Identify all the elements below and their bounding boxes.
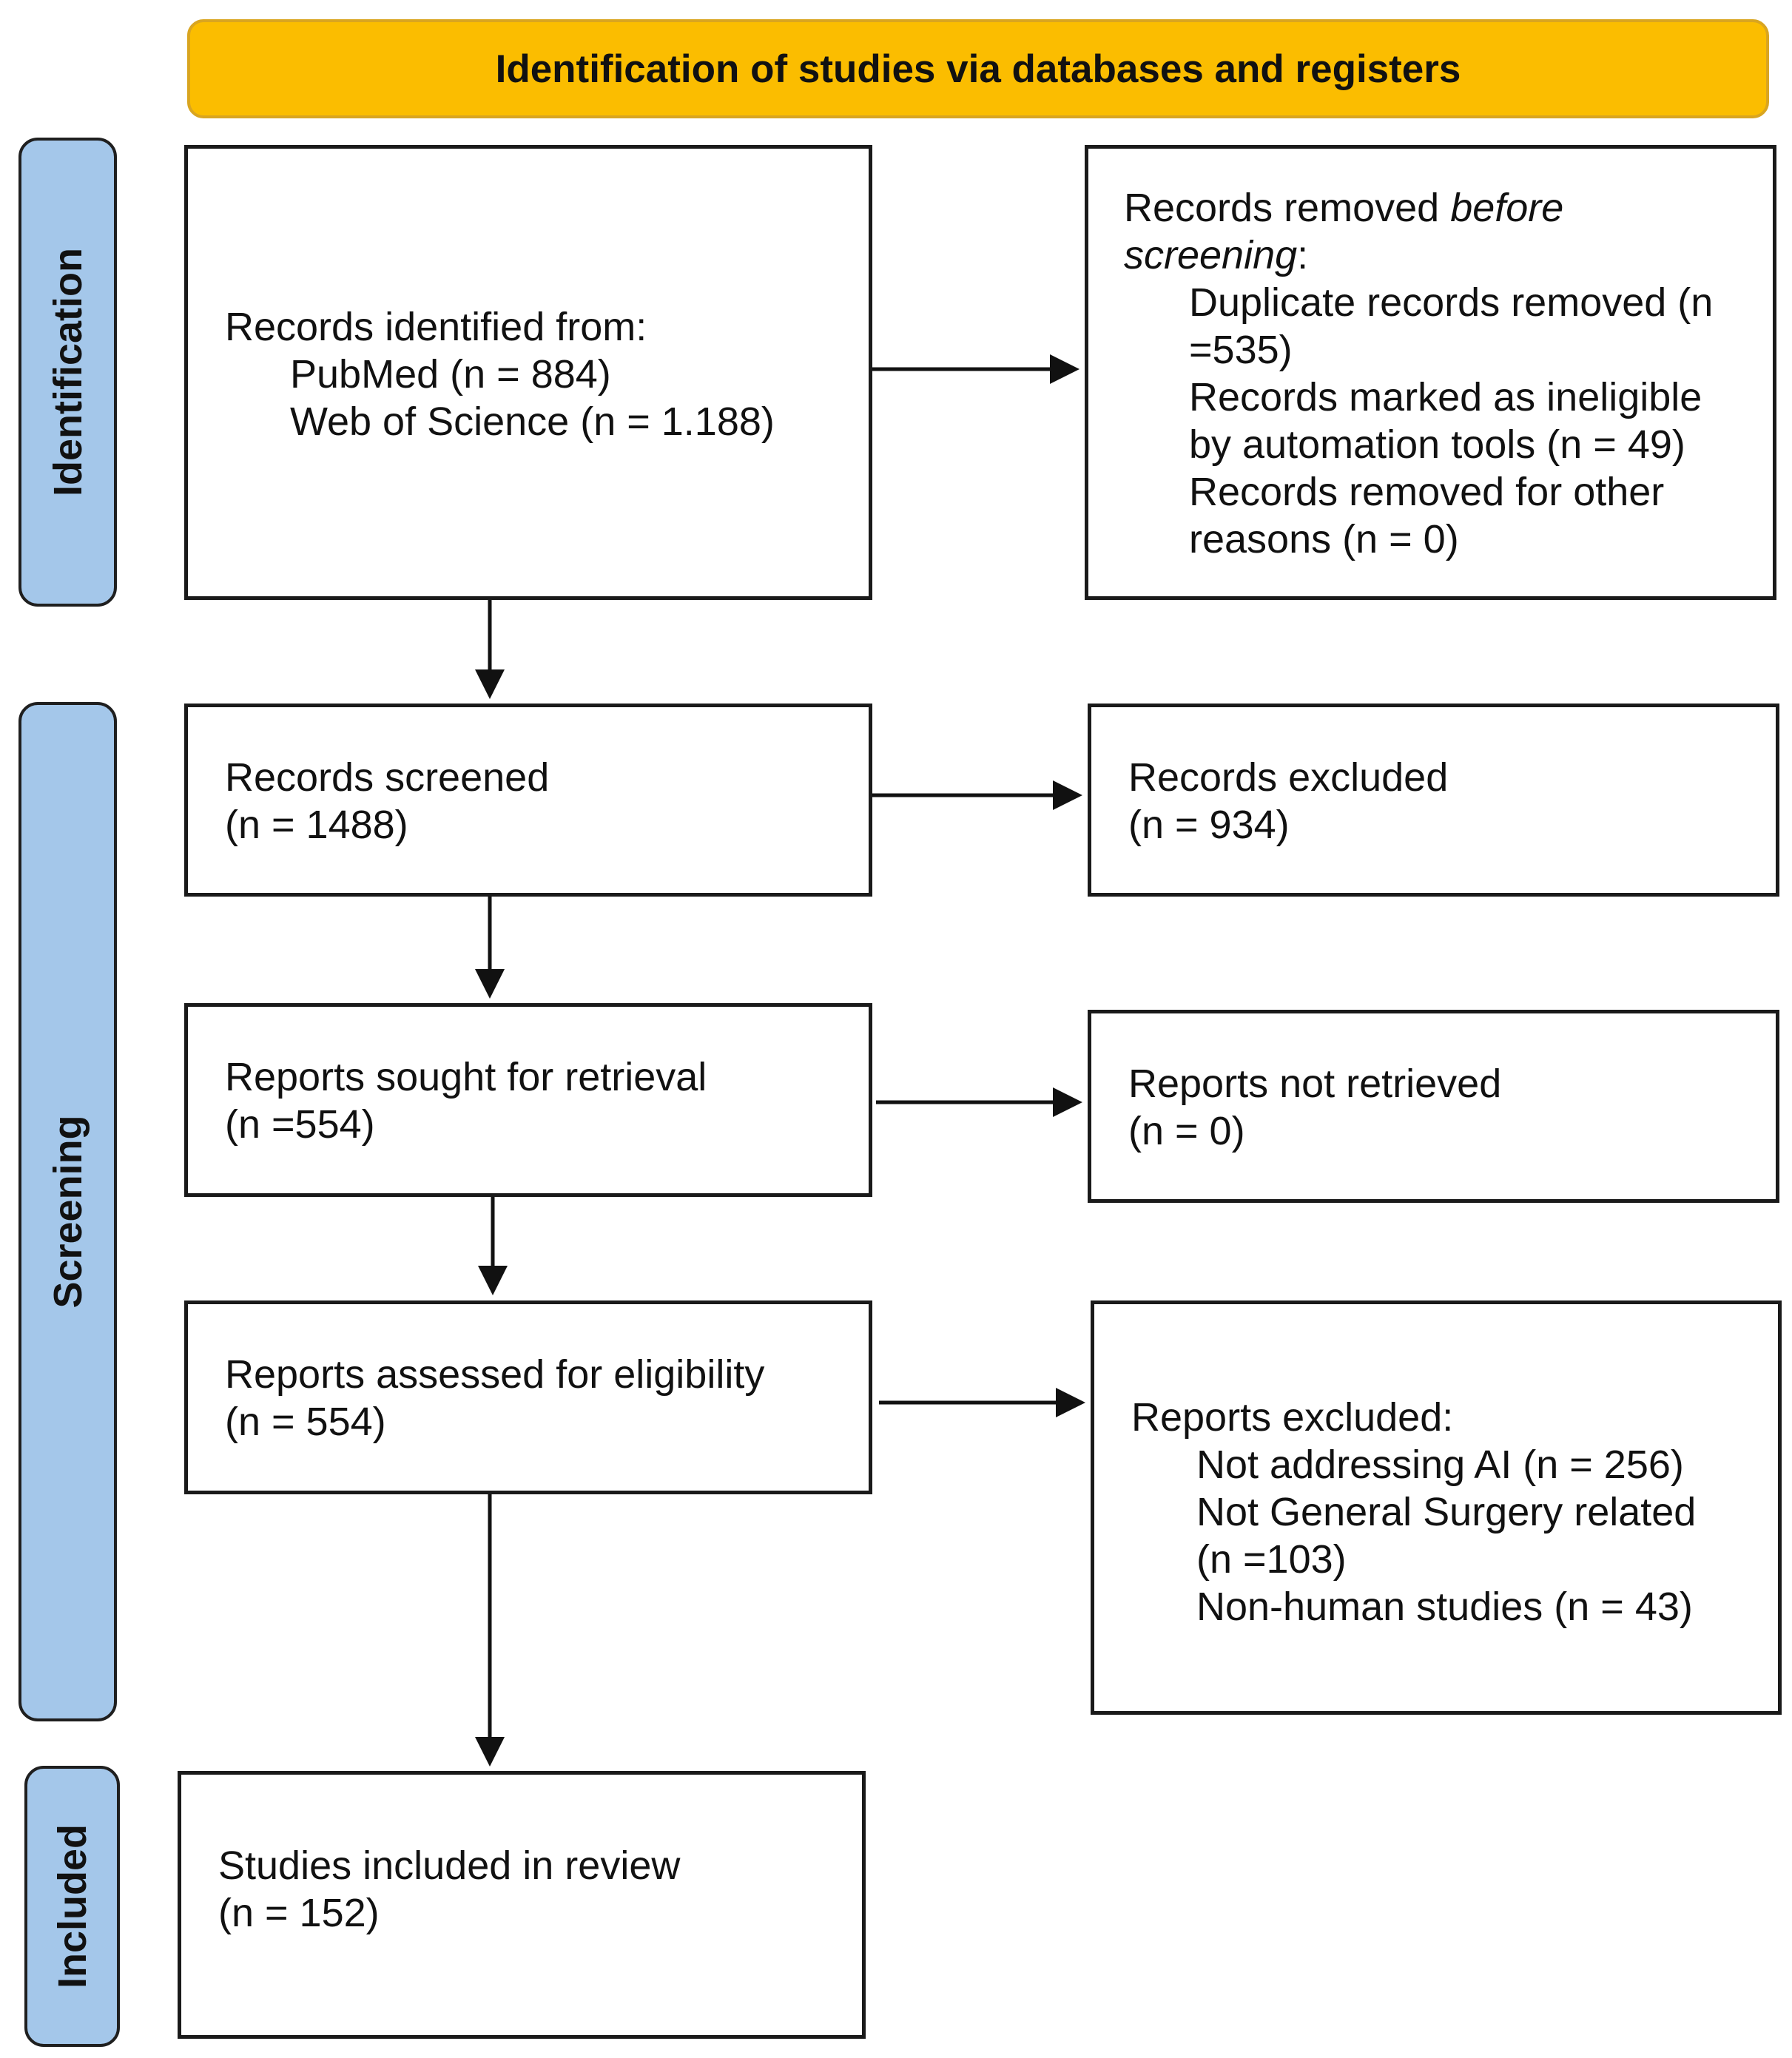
- records-excluded-count: (n = 934): [1128, 803, 1290, 847]
- reports-assessed-title: Reports assessed for eligibility: [225, 1352, 765, 1397]
- other-reasons: Records removed for other: [1189, 470, 1665, 514]
- phase-identification: Identification: [18, 138, 117, 607]
- records-removed-box: Records removed before screening: Duplic…: [1085, 145, 1776, 600]
- reports-not-retrieved-title: Reports not retrieved: [1128, 1062, 1502, 1106]
- non-human-studies: Non-human studies (n = 43): [1196, 1585, 1693, 1629]
- records-screened-box: Records screened (n = 1488): [184, 704, 872, 897]
- header-title: Identification of studies via databases …: [495, 47, 1461, 91]
- records-removed-title: Records removed before: [1124, 186, 1564, 230]
- studies-included-box: Studies included in review (n = 152): [178, 1771, 866, 2039]
- records-screened-title: Records screened: [225, 755, 550, 800]
- phase-included: Included: [24, 1766, 120, 2047]
- reports-excluded-box: Reports excluded: Not addressing AI (n =…: [1091, 1300, 1782, 1715]
- duplicates-removed: Duplicate records removed (n: [1189, 280, 1714, 325]
- other-reasons-count: reasons (n = 0): [1189, 517, 1459, 561]
- ineligible-automation: Records marked as ineligible: [1189, 375, 1702, 419]
- reports-sought-box: Reports sought for retrieval (n =554): [184, 1003, 872, 1197]
- duplicates-removed-count: =535): [1189, 328, 1293, 372]
- not-general-surgery: Not General Surgery related: [1196, 1490, 1697, 1534]
- records-identified-title: Records identified from:: [225, 305, 647, 349]
- studies-included-title: Studies included in review: [218, 1843, 681, 1888]
- reports-sought-title: Reports sought for retrieval: [225, 1055, 707, 1099]
- reports-excluded-title: Reports excluded:: [1131, 1395, 1454, 1440]
- records-identified-box: Records identified from: PubMed (n = 884…: [184, 145, 872, 600]
- records-screened-count: (n = 1488): [225, 803, 408, 847]
- reports-assessed-count: (n = 554): [225, 1400, 386, 1444]
- records-excluded-box: Records excluded (n = 934): [1088, 704, 1779, 897]
- reports-sought-count: (n =554): [225, 1102, 375, 1147]
- reports-not-retrieved-box: Reports not retrieved (n = 0): [1088, 1010, 1779, 1203]
- source-web-of-science: Web of Science (n = 1.188): [290, 399, 775, 444]
- reports-assessed-box: Reports assessed for eligibility (n = 55…: [184, 1300, 872, 1494]
- not-addressing-ai: Not addressing AI (n = 256): [1196, 1443, 1684, 1487]
- not-general-surgery-count: (n =103): [1196, 1537, 1347, 1582]
- ineligible-automation-count: by automation tools (n = 49): [1189, 422, 1685, 467]
- reports-not-retrieved-count: (n = 0): [1128, 1109, 1245, 1153]
- phase-screening: Screening: [18, 702, 117, 1721]
- identification-header: Identification of studies via databases …: [187, 19, 1769, 118]
- source-pubmed: PubMed (n = 884): [290, 352, 611, 397]
- studies-included-count: (n = 152): [218, 1891, 380, 1935]
- records-excluded-title: Records excluded: [1128, 755, 1449, 800]
